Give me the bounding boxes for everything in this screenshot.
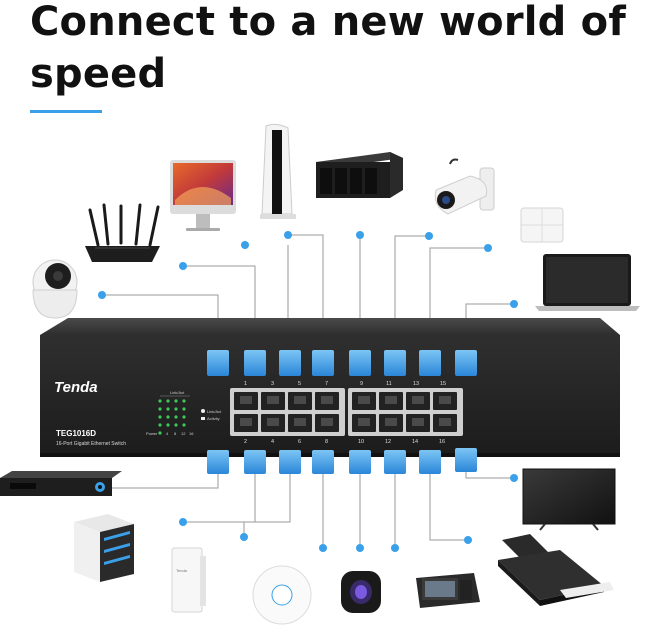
switch-top-panel xyxy=(40,318,620,335)
svg-text:1: 1 xyxy=(244,381,247,387)
led-number-4: 4 xyxy=(166,431,169,436)
rj45-connector-icon xyxy=(384,350,406,376)
printer-icon xyxy=(498,534,614,606)
mesh-node-icon xyxy=(520,207,564,243)
dot xyxy=(510,300,518,308)
led-number-12: 12 xyxy=(181,431,186,436)
server-icon xyxy=(74,514,134,582)
rj45-connector-icon xyxy=(207,450,229,474)
line-port-6 xyxy=(243,470,291,537)
laptop-icon xyxy=(535,254,640,311)
dot xyxy=(464,536,472,544)
dot xyxy=(356,544,364,552)
rj45-connector-icon xyxy=(279,450,301,474)
led-number-16: 16 xyxy=(189,431,194,436)
switch-model: TEG1016D xyxy=(56,429,96,438)
svg-text:5: 5 xyxy=(298,381,301,387)
led-panel: Link/Act Power 4 8 12 16 Link/Act Activi… xyxy=(146,390,222,436)
rj45-connector-icon xyxy=(384,450,406,474)
router-icon xyxy=(85,203,160,262)
rj45-connector-icon xyxy=(312,450,334,474)
rj45-connectors-top xyxy=(207,350,477,376)
port-numbers-bottom: 2 4 6 8 10 12 14 16 xyxy=(244,439,445,445)
rj45-connector-icon xyxy=(349,350,371,376)
security-camera-icon xyxy=(434,158,495,215)
dot xyxy=(284,231,292,239)
switch-description: 16-Port Gigabit Ethernet Switch xyxy=(56,441,126,447)
ethernet-ports xyxy=(230,388,463,436)
line-port-4 xyxy=(183,470,256,523)
svg-text:4: 4 xyxy=(271,439,274,445)
smart-speaker-icon xyxy=(341,571,381,613)
line-port-16 xyxy=(465,470,514,479)
svg-text:9: 9 xyxy=(360,381,363,387)
svg-text:14: 14 xyxy=(412,439,418,445)
svg-text:2: 2 xyxy=(244,439,247,445)
rj45-connector-icon xyxy=(349,450,371,474)
bottom-connection-lines xyxy=(100,470,514,548)
dot xyxy=(179,262,187,270)
svg-text:7: 7 xyxy=(325,381,328,387)
rj45-connector-icon xyxy=(244,350,266,376)
gigabit-switch: Tenda TEG1016D 16-Port Gigabit Ethernet … xyxy=(40,318,620,457)
rj45-connector-icon xyxy=(244,450,266,474)
svg-text:11: 11 xyxy=(386,381,392,387)
ip-phone-icon xyxy=(416,573,480,608)
dot xyxy=(510,474,518,482)
wall-access-point-icon: Tenda xyxy=(171,547,206,613)
rj45-connector-icon xyxy=(455,448,477,472)
dot xyxy=(241,241,249,249)
svg-text:3: 3 xyxy=(271,381,274,387)
svg-text:16: 16 xyxy=(439,439,445,445)
svg-text:10: 10 xyxy=(358,439,364,445)
svg-text:8: 8 xyxy=(325,439,328,445)
headline-underline xyxy=(30,110,102,113)
headline: Connect to a new world of speed xyxy=(30,0,626,97)
power-label: Power xyxy=(146,431,158,436)
svg-text:12: 12 xyxy=(385,439,391,445)
mini-device-label: Tenda xyxy=(176,568,188,573)
status-leds xyxy=(158,399,186,435)
line-port-14 xyxy=(429,470,468,541)
tv-icon xyxy=(522,468,616,531)
rj45-connector-icon xyxy=(455,350,477,376)
led-group-label: Link/Act xyxy=(170,390,185,395)
line-port-13 xyxy=(429,247,488,352)
top-line-dots xyxy=(98,231,518,308)
dot xyxy=(98,291,106,299)
dot xyxy=(425,232,433,240)
game-console-icon xyxy=(260,123,296,219)
port-numbers-top: 1 3 5 7 9 11 13 15 xyxy=(244,381,446,387)
dot xyxy=(319,544,327,552)
rj45-connector-icon xyxy=(312,350,334,376)
svg-text:6: 6 xyxy=(298,439,301,445)
svg-text:15: 15 xyxy=(440,381,446,387)
switch-brand: Tenda xyxy=(54,379,98,396)
dot xyxy=(484,244,492,252)
baby-monitor-camera-icon xyxy=(32,259,78,319)
line-port-11 xyxy=(394,235,429,352)
dot xyxy=(240,533,248,541)
line-port-2 xyxy=(100,470,219,489)
rj45-connector-icon xyxy=(207,350,229,376)
dot xyxy=(356,231,364,239)
power-led xyxy=(158,431,162,435)
rj45-connector-icon xyxy=(419,350,441,376)
rj45-connector-icon xyxy=(419,450,441,474)
nas-icon xyxy=(316,152,403,198)
led-number-8: 8 xyxy=(174,431,177,436)
ceiling-access-point-icon xyxy=(252,565,312,625)
line-port-7 xyxy=(288,234,324,352)
set-top-box-icon xyxy=(0,471,122,496)
legend-linkact: Link/Act xyxy=(207,409,222,414)
svg-text:13: 13 xyxy=(413,381,419,387)
legend-activity: Activity xyxy=(207,416,220,421)
dot xyxy=(179,518,187,526)
bottom-line-dots xyxy=(179,474,518,552)
imac-icon xyxy=(170,160,236,231)
rj45-connector-icon xyxy=(279,350,301,376)
rj45-connectors-bottom xyxy=(207,448,477,474)
dot xyxy=(391,544,399,552)
